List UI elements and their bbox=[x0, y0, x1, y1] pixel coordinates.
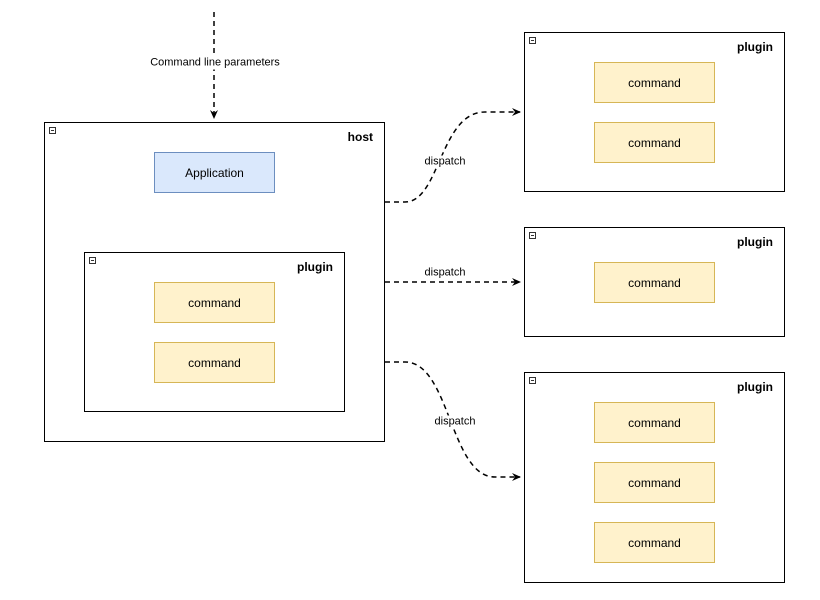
command-node[interactable]: command bbox=[154, 342, 275, 383]
command-node[interactable]: command bbox=[594, 402, 715, 443]
plugin-title: plugin bbox=[737, 40, 773, 54]
collapse-icon[interactable] bbox=[529, 232, 536, 239]
collapse-icon[interactable] bbox=[529, 37, 536, 44]
command-node[interactable]: command bbox=[594, 122, 715, 163]
command-node[interactable]: command bbox=[154, 282, 275, 323]
dispatch-label-plugin-2: dispatch bbox=[423, 266, 467, 280]
command-node[interactable]: command bbox=[594, 462, 715, 503]
plugin-container-1[interactable]: plugin bbox=[524, 32, 785, 192]
host-title: host bbox=[347, 130, 373, 144]
collapse-icon[interactable] bbox=[89, 257, 96, 264]
command-node[interactable]: command bbox=[594, 262, 715, 303]
collapse-icon[interactable] bbox=[49, 127, 56, 134]
plugin-title: plugin bbox=[297, 260, 333, 274]
edge-host-to-plugin-1 bbox=[385, 108, 521, 203]
plugin-title: plugin bbox=[737, 380, 773, 394]
dispatch-label-plugin-3: dispatch bbox=[433, 415, 477, 429]
collapse-icon[interactable] bbox=[529, 377, 536, 384]
dispatch-label-plugin-1: dispatch bbox=[423, 155, 467, 169]
command-node[interactable]: command bbox=[594, 522, 715, 563]
plugin-title: plugin bbox=[737, 235, 773, 249]
command-node[interactable]: command bbox=[594, 62, 715, 103]
host-plugin-container[interactable]: plugin bbox=[84, 252, 345, 412]
command-line-parameters-label: Command line parameters bbox=[149, 56, 281, 70]
application-node[interactable]: Application bbox=[154, 152, 275, 193]
edge-host-to-plugin-3 bbox=[385, 361, 521, 481]
